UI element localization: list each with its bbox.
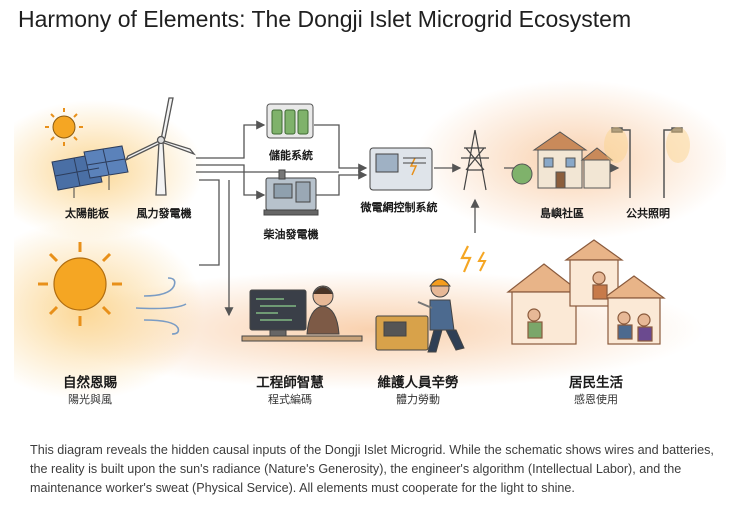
spark-icon bbox=[460, 245, 472, 273]
caption-text: This diagram reveals the hidden causal i… bbox=[30, 443, 714, 495]
battery-icon bbox=[266, 103, 314, 139]
residents-subtitle: 感恩使用 bbox=[574, 393, 618, 406]
solar-panel-label: 太陽能板 bbox=[65, 207, 109, 220]
worker-subtitle: 體力勞動 bbox=[396, 393, 440, 406]
diagram: 太陽能板 風力發電機 儲能系統 柴油發電機 微電網控制系統 島嶼社區 公共照明 … bbox=[0, 50, 734, 430]
nature-subtitle: 陽光與風 bbox=[68, 393, 112, 406]
diesel-generator-icon bbox=[263, 169, 319, 216]
residents-house-icon bbox=[506, 239, 666, 345]
engineer-subtitle: 程式編碼 bbox=[268, 393, 312, 406]
engineer-icon bbox=[241, 285, 363, 342]
street-light-icon bbox=[611, 127, 683, 198]
solar-panel-icon bbox=[51, 145, 129, 198]
nature-title: 自然恩賜 bbox=[63, 375, 117, 391]
worker-title: 維護人員辛勞 bbox=[377, 375, 459, 391]
diagram-art bbox=[0, 80, 734, 400]
wind-turbine-icon bbox=[124, 97, 196, 196]
engineer-title: 工程師智慧 bbox=[256, 375, 324, 391]
controller-icon bbox=[369, 147, 433, 191]
residents-title: 居民生活 bbox=[569, 375, 623, 391]
wind-turbine-label: 風力發電機 bbox=[136, 207, 192, 220]
controller-label: 微電網控制系統 bbox=[360, 201, 438, 214]
lighting-label: 公共照明 bbox=[626, 207, 670, 220]
page-title: Harmony of Elements: The Dongji Islet Mi… bbox=[18, 6, 632, 32]
diesel-generator-label: 柴油發電機 bbox=[263, 228, 319, 241]
big-sun-icon bbox=[38, 242, 122, 326]
sun-glow bbox=[0, 220, 204, 400]
wind-swirl-icon bbox=[135, 277, 187, 335]
sun-icon bbox=[45, 108, 83, 146]
battery-label: 儲能系統 bbox=[269, 149, 313, 162]
maintenance-worker-icon bbox=[375, 278, 465, 353]
community-houses-icon bbox=[511, 131, 614, 189]
community-label: 島嶼社區 bbox=[540, 207, 584, 220]
transmission-tower-icon bbox=[461, 129, 489, 191]
